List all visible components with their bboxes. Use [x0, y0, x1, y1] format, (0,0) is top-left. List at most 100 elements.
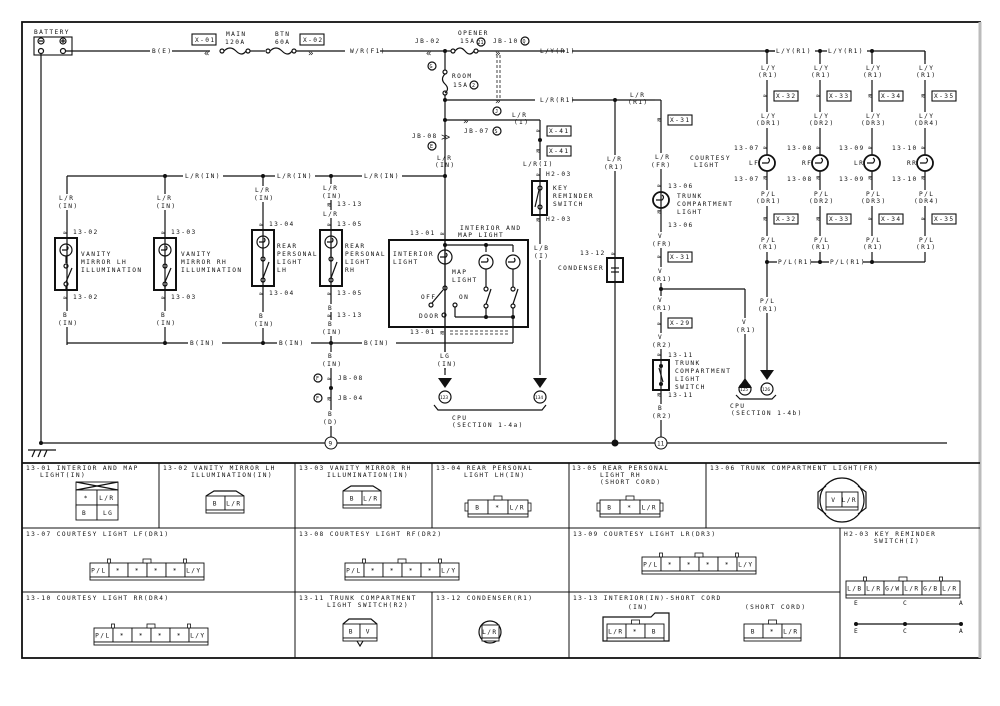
- svg-text:13-08: 13-08: [787, 145, 813, 152]
- svg-text:L/R: L/R: [323, 211, 338, 218]
- svg-text:V: V: [658, 268, 663, 275]
- cpu-section-b: CPU (SECTION 1-4b): [730, 394, 801, 417]
- svg-text:(DR3): (DR3): [861, 198, 887, 205]
- svg-text:LG: LG: [440, 353, 450, 360]
- svg-text:(FR): (FR): [652, 241, 673, 248]
- svg-text:≈: ≈: [921, 144, 927, 152]
- svg-text:B: B: [161, 312, 166, 319]
- svg-text:13-05 REAR PERSONAL: 13-05 REAR PERSONAL: [572, 465, 669, 472]
- svg-text:*: *: [173, 568, 178, 575]
- svg-text:A: A: [959, 600, 964, 607]
- svg-text:L/Y: L/Y: [919, 113, 934, 120]
- svg-text:W/R(F1): W/R(F1): [350, 48, 386, 55]
- connector-13-12: 13-12 CONDENSER(R1) L/R: [436, 595, 533, 644]
- svg-text:LIGHT: LIGHT: [277, 259, 303, 266]
- svg-text:*: *: [371, 568, 376, 575]
- svg-text:*: *: [177, 633, 182, 640]
- svg-text:B: B: [82, 510, 87, 517]
- svg-text:2: 2: [472, 83, 475, 89]
- svg-text:X-34: X-34: [881, 216, 902, 223]
- svg-text:L/R(IN): L/R(IN): [364, 173, 400, 180]
- svg-text:P/L: P/L: [761, 237, 776, 244]
- svg-text:13-02: 13-02: [73, 229, 99, 236]
- svg-text:L/Y: L/Y: [814, 65, 829, 72]
- svg-text:L/Y: L/Y: [919, 65, 934, 72]
- svg-text:*: *: [84, 495, 89, 502]
- svg-text:B: B: [259, 313, 264, 320]
- svg-text:≈: ≈: [868, 215, 874, 223]
- svg-text:REAR: REAR: [345, 243, 366, 250]
- svg-text:13-13 INTERIOR(IN)-SHORT CORD: 13-13 INTERIOR(IN)-SHORT CORD: [573, 595, 722, 602]
- svg-text:L/Y(R1): L/Y(R1): [828, 48, 864, 55]
- svg-text:L/R: L/R: [157, 195, 172, 202]
- svg-text:X-35: X-35: [934, 216, 955, 223]
- svg-text:(IN): (IN): [254, 321, 275, 328]
- svg-text:»: »: [495, 97, 502, 107]
- svg-text:X-41: X-41: [549, 128, 570, 135]
- svg-text:(IN): (IN): [58, 203, 79, 210]
- svg-text:(R1): (R1): [758, 72, 779, 79]
- svg-text:L/Y: L/Y: [738, 562, 753, 569]
- svg-text:X-02: X-02: [303, 37, 324, 44]
- svg-text:≋: ≋: [657, 208, 663, 216]
- svg-text:H2-03: H2-03: [546, 216, 572, 223]
- svg-text:L/R: L/R: [842, 497, 857, 504]
- svg-text:*: *: [135, 568, 140, 575]
- svg-text:(I): (I): [534, 253, 549, 260]
- svg-text:LIGHT: LIGHT: [452, 277, 478, 284]
- svg-text:INTERIOR: INTERIOR: [393, 251, 434, 258]
- svg-text:L/R: L/R: [510, 505, 525, 512]
- svg-text:BTN: BTN: [275, 31, 290, 38]
- svg-text:(IN): (IN): [322, 361, 343, 368]
- svg-text:L/Y: L/Y: [866, 113, 881, 120]
- svg-text:(IN): (IN): [254, 195, 275, 202]
- svg-text:(R1): (R1): [604, 164, 625, 171]
- svg-text:DOOR: DOOR: [419, 313, 440, 320]
- courtesy-light-rf: L/Y(R1)≈X-33L/Y(DR2)13-08≈RF13-08≋P/L(DR…: [787, 51, 852, 262]
- svg-text:(R1): (R1): [863, 72, 884, 79]
- courtesy-light-lf: L/Y(R1)≈X-32L/Y(DR1)13-07≈LF13-07≋P/L(DR…: [734, 51, 799, 262]
- svg-text:(IN): (IN): [156, 320, 177, 327]
- rear-personal-light-rh: L/R (IN) ≋13-13 L/R ≈13-05 ≈13-05 REAR P…: [313, 176, 386, 440]
- svg-text:13-10 COURTESY LIGHT RR(DR4): 13-10 COURTESY LIGHT RR(DR4): [26, 595, 170, 602]
- svg-text:P/L: P/L: [919, 191, 934, 198]
- svg-text:13-02 VANITY MIRROR LH: 13-02 VANITY MIRROR LH: [163, 465, 276, 472]
- svg-text:*: *: [706, 562, 711, 569]
- svg-text:L/R: L/R: [437, 155, 452, 162]
- svg-text:L/R: L/R: [783, 629, 798, 636]
- svg-text:L/R: L/R: [630, 92, 645, 99]
- svg-text:(D): (D): [323, 419, 338, 426]
- svg-text:120A: 120A: [225, 39, 246, 46]
- svg-text:*: *: [120, 633, 125, 640]
- svg-text:*: *: [687, 562, 692, 569]
- svg-text:≈: ≈: [868, 144, 874, 152]
- svg-text:B(IN): B(IN): [190, 340, 216, 347]
- svg-text:L/R: L/R: [482, 629, 497, 636]
- svg-text:L/R: L/R: [99, 495, 114, 502]
- svg-text:B: B: [328, 353, 333, 360]
- svg-text:P/L: P/L: [866, 191, 881, 198]
- svg-text:13-07: 13-07: [734, 145, 760, 152]
- svg-text:V: V: [742, 319, 747, 326]
- svg-text:V: V: [831, 497, 836, 504]
- svg-text:13-12 CONDENSER(R1): 13-12 CONDENSER(R1): [436, 595, 533, 602]
- svg-text:L/Y: L/Y: [866, 65, 881, 72]
- svg-text:ILLUMINATION: ILLUMINATION: [81, 267, 143, 274]
- svg-text:P/L: P/L: [643, 562, 658, 569]
- svg-text:≈: ≈: [327, 375, 333, 383]
- svg-text:L/Y: L/Y: [761, 113, 776, 120]
- svg-text:MAP LIGHT: MAP LIGHT: [458, 232, 504, 239]
- svg-text:LIGHT: LIGHT: [675, 376, 701, 383]
- svg-text:(R1): (R1): [811, 244, 832, 251]
- svg-text:(R1): (R1): [916, 72, 937, 79]
- svg-text:13-02: 13-02: [73, 294, 99, 301]
- svg-text:S: S: [495, 129, 498, 135]
- svg-text:L/R: L/R: [655, 154, 670, 161]
- svg-text:MAP: MAP: [452, 269, 467, 276]
- svg-text:≋: ≋: [657, 391, 663, 399]
- svg-text:PERSONAL: PERSONAL: [345, 251, 386, 258]
